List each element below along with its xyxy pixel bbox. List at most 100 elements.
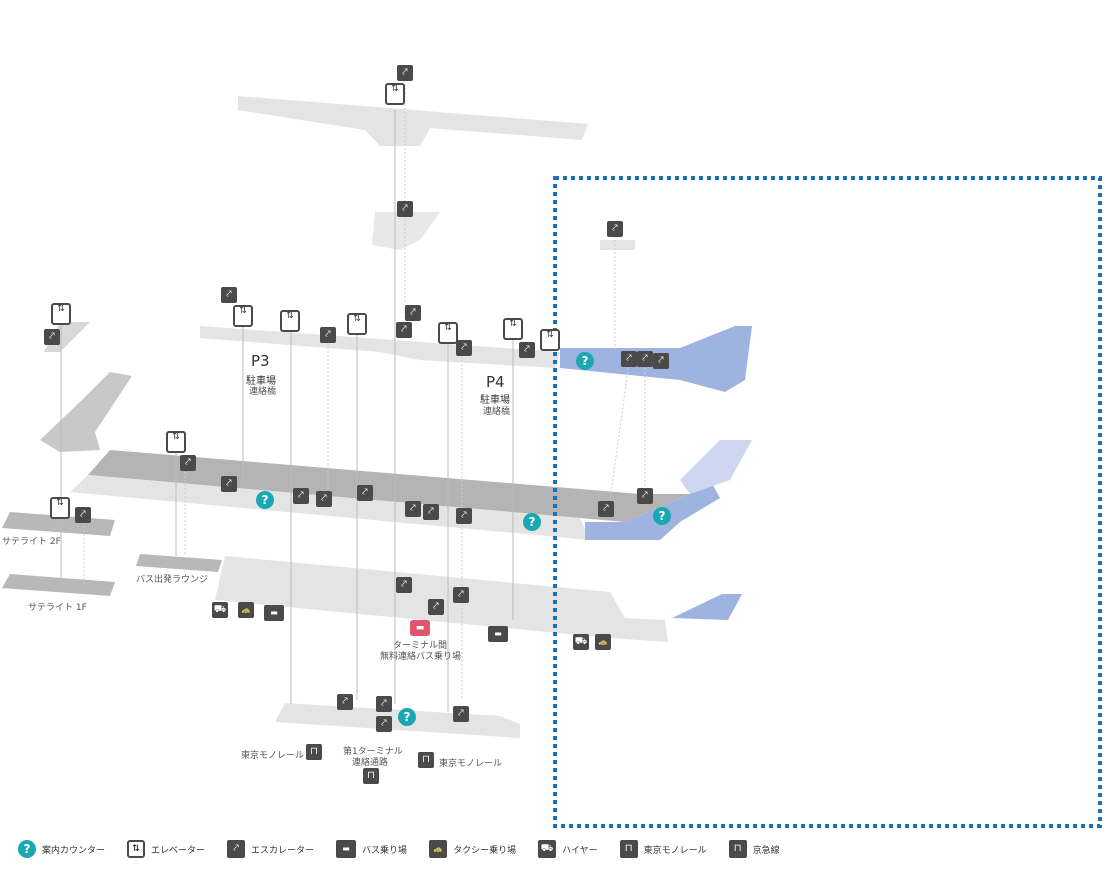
floor-basement (275, 703, 520, 738)
elevator-icon[interactable]: ⇅ (347, 313, 367, 335)
legend-label: エスカレーター (251, 845, 315, 856)
taxi-icon[interactable]: 🚕 (238, 602, 254, 618)
escalator-icon[interactable]: ⤤ (423, 504, 439, 520)
info-icon[interactable]: ? (653, 507, 671, 525)
legend-label: ハイヤー (562, 845, 598, 856)
bus-icon[interactable]: ▬ (264, 605, 284, 621)
monorail-left-label: 東京モノレール (241, 751, 305, 761)
legend-label: タクシー乗り場 (453, 845, 517, 856)
floor-upper-right (600, 240, 635, 250)
escalator-icon[interactable]: ⤤ (456, 508, 472, 524)
escalator-icon[interactable]: ⤤ (453, 587, 469, 603)
legend-label: エレベーター (151, 845, 206, 856)
taxi-icon[interactable]: 🚕 (595, 634, 611, 650)
escalator-icon[interactable]: ⤤ (44, 329, 60, 345)
p4-bridge-label: 連絡橋 (483, 407, 511, 417)
legend-label: 案内カウンター (42, 845, 106, 856)
escalator-icon[interactable]: ⤤ (456, 340, 472, 356)
floor-main-dark (88, 450, 690, 522)
info-icon[interactable]: ? (256, 491, 274, 509)
escalator-icon[interactable]: ⤤ (221, 476, 237, 492)
hire-car-icon[interactable]: ⛟ (212, 602, 228, 618)
p4-parking-label: 駐車場 (480, 395, 510, 406)
elevator-icon[interactable]: ⇅ (51, 303, 71, 325)
info-icon[interactable]: ? (576, 352, 594, 370)
escalator-icon[interactable]: ⤤ (653, 353, 669, 369)
elevator-icon[interactable]: ⇅ (280, 310, 300, 332)
floor-upper-small (372, 212, 440, 250)
escalator-icon[interactable]: ⤤ (405, 305, 421, 321)
bus-lounge-label: バス出発ラウンジ (136, 575, 209, 585)
terminal-bus-icon[interactable]: ▬ (410, 620, 430, 636)
floor-highlight-arrival (672, 594, 742, 620)
escalator-icon[interactable]: ⤤ (519, 342, 535, 358)
escalator-icon: ⤤ (227, 840, 246, 858)
floor-satellite-wing (40, 372, 132, 452)
keikyu-icon: ⊓ (728, 840, 747, 858)
hire-car-icon[interactable]: ⛟ (573, 634, 589, 650)
escalator-icon[interactable]: ⤤ (376, 716, 392, 732)
legend-label: 東京モノレール (643, 845, 707, 856)
p3-label: P3 (251, 352, 270, 370)
legend-item-keikyu: ⊓ 京急線 (728, 840, 780, 858)
escalator-icon[interactable]: ⤤ (405, 501, 421, 517)
escalator-icon[interactable]: ⤤ (316, 491, 332, 507)
legend-item-hire-car: ⛟ ハイヤー (538, 840, 598, 858)
monorail-icon[interactable]: ⊓ (306, 744, 322, 760)
escalator-icon[interactable]: ⤤ (607, 221, 623, 237)
escalator-icon[interactable]: ⤤ (396, 577, 412, 593)
p4-label: P4 (486, 373, 505, 391)
monorail-right-label: 東京モノレール (439, 759, 503, 769)
info-icon[interactable]: ? (398, 708, 416, 726)
keikyu-icon[interactable]: ⊓ (363, 768, 379, 784)
satellite-1f-label: サテライト 1F (28, 603, 87, 613)
legend-label: バス乗り場 (362, 845, 408, 856)
bus-icon: ▬ (336, 840, 357, 858)
escalator-icon[interactable]: ⤤ (637, 351, 653, 367)
escalator-icon[interactable]: ⤤ (396, 322, 412, 338)
escalator-icon[interactable]: ⤤ (337, 694, 353, 710)
p3-parking-label: 駐車場 (246, 376, 276, 387)
escalator-icon[interactable]: ⤤ (75, 507, 91, 523)
legend-item-escalator: ⤤ エスカレーター (227, 840, 314, 858)
elevator-icon[interactable]: ⇅ (540, 329, 560, 351)
monorail-icon[interactable]: ⊓ (418, 752, 434, 768)
escalator-icon[interactable]: ⤤ (376, 696, 392, 712)
elevator-icon[interactable]: ⇅ (233, 305, 253, 327)
elevator-icon[interactable]: ⇅ (385, 83, 405, 105)
escalator-icon[interactable]: ⤤ (637, 488, 653, 504)
escalator-icon[interactable]: ⤤ (428, 599, 444, 615)
escalator-icon[interactable]: ⤤ (598, 501, 614, 517)
legend-label: 京急線 (752, 845, 780, 856)
elevator-icon[interactable]: ⇅ (166, 431, 186, 453)
escalator-icon[interactable]: ⤤ (293, 488, 309, 504)
terminal-bus-label-2: 無料連絡バス乗り場 (380, 652, 462, 662)
escalator-icon[interactable]: ⤤ (621, 351, 637, 367)
escalator-icon[interactable]: ⤤ (453, 706, 469, 722)
escalator-icon[interactable]: ⤤ (397, 201, 413, 217)
p3-bridge-label: 連絡橋 (249, 387, 277, 397)
t1-link-label-1: 第1ターミナル (343, 747, 403, 757)
elevator-icon: ⇅ (127, 840, 146, 858)
escalator-icon[interactable]: ⤤ (221, 287, 237, 303)
elevator-icon[interactable]: ⇅ (438, 322, 458, 344)
elevator-icon[interactable]: ⇅ (503, 318, 523, 340)
escalator-icon[interactable]: ⤤ (397, 65, 413, 81)
floor-bus-lounge (136, 554, 222, 572)
terminal-bus-label-1: ターミナル間 (393, 641, 448, 651)
floor-highlight-far (680, 440, 752, 494)
highlight-frame (553, 176, 1102, 828)
escalator-icon[interactable]: ⤤ (180, 455, 196, 471)
escalator-icon[interactable]: ⤤ (357, 485, 373, 501)
floor-satellite-1f (2, 574, 115, 596)
satellite-2f-label: サテライト 2F (2, 537, 61, 547)
legend-item-bus: ▬ バス乗り場 (336, 840, 407, 858)
info-icon: ? (18, 840, 36, 858)
floor-top (238, 96, 588, 146)
elevator-icon[interactable]: ⇅ (50, 497, 70, 519)
info-icon[interactable]: ? (523, 513, 541, 531)
escalator-icon[interactable]: ⤤ (320, 327, 336, 343)
map-legend: ? 案内カウンター ⇅ エレベーター ⤤ エスカレーター ▬ バス乗り場 🚕 タ… (18, 836, 802, 862)
bus-icon[interactable]: ▬ (488, 626, 508, 642)
legend-item-info: ? 案内カウンター (18, 840, 105, 858)
